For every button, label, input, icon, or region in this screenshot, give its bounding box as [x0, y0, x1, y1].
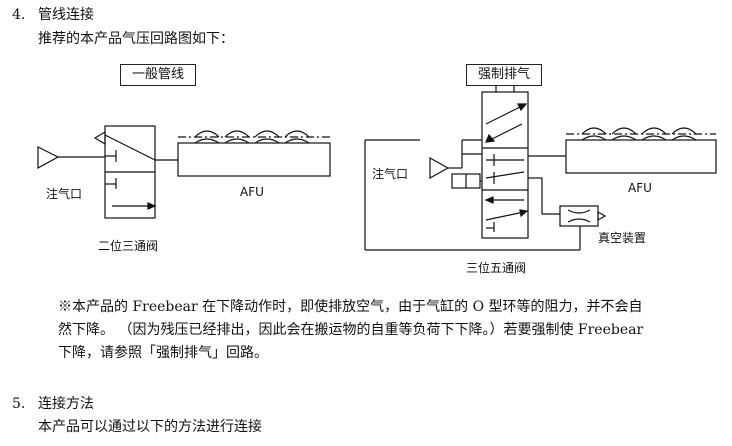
left-inlet-label: 注气口 — [46, 187, 83, 201]
section-5-number: 5. — [12, 396, 26, 412]
three-position-valve-body — [481, 91, 529, 239]
section-4-title: 管线连接 — [38, 7, 94, 23]
left-afu-label: AFU — [240, 185, 264, 199]
left-afu-body — [177, 142, 331, 177]
right-afu-label: AFU — [628, 181, 652, 195]
general-piping-label: 一般管线 — [120, 64, 196, 86]
right-inlet-label: 注气口 — [372, 167, 409, 181]
forced-exhaust-label: 强制排气 — [466, 64, 542, 86]
section-5-intro: 本产品可以通过以下的方法进行连接 — [38, 419, 262, 435]
left-valve-caption: 二位三通阀 — [98, 239, 159, 253]
right-inlet-symbol — [429, 156, 450, 180]
note-line-1: ※本产品的 Freebear 在下降动作时，即使排放空气，由于气缸的 O 型环等… — [58, 299, 643, 315]
freebear-note: ※本产品的 Freebear 在下降动作时，即使排放空气，由于气缸的 O 型环等… — [58, 296, 722, 365]
section-4-intro: 推荐的本产品气压回路图如下： — [38, 31, 234, 47]
left-inlet-symbol — [37, 146, 60, 170]
section-4-number: 4. — [12, 7, 26, 23]
right-valve-caption: 三位五通阀 — [466, 261, 527, 275]
note-line-3: 下降，请参照「强制排气」回路。 — [58, 345, 268, 361]
vacuum-device-body — [559, 205, 599, 227]
vacuum-device-label: 真空装置 — [598, 231, 647, 245]
note-line-2: 然下降。 （因为残压已经排出，因此会在搬运物的自重等负荷下下降。）若要强制使 F… — [58, 322, 644, 338]
section-5-title: 连接方法 — [38, 396, 94, 412]
right-afu-body — [565, 139, 717, 174]
